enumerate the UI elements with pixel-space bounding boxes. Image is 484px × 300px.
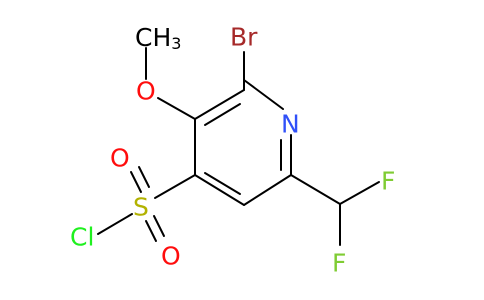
bond-s-o-bottom-a	[145, 220, 157, 242]
bond-s-o-top-a	[130, 171, 142, 193]
chlorine-label: Cl	[70, 223, 94, 252]
bond-cf2-f-top	[339, 181, 380, 205]
bond-c6-c5	[243, 174, 292, 206]
bonds	[97, 47, 380, 246]
bond-c6-cf2	[290, 174, 341, 205]
bond-s-cl	[97, 213, 133, 235]
bond-c5-c4	[194, 174, 245, 206]
fluorine-bottom-label: F	[332, 249, 346, 278]
methyl-label: CH3	[135, 23, 181, 53]
oxygen-sulfonyl-top-label: O	[110, 144, 130, 173]
bond-c5-c4-inner	[204, 172, 241, 195]
bond-s-o-top-b	[138, 166, 150, 188]
bond-c2-n	[243, 79, 284, 110]
bond-s-o-bottom-b	[153, 215, 165, 237]
atom-labels: CH3 Br O N O S Cl O F F	[70, 23, 395, 278]
sulfur-label: S	[133, 193, 149, 222]
oxygen-sulfonyl-bottom-label: O	[161, 242, 181, 271]
oxygen-ether-label: O	[136, 77, 156, 106]
methyl-subscript: 3	[171, 34, 181, 53]
bond-c3-o	[157, 97, 196, 120]
bromine-label: Br	[230, 23, 258, 52]
bond-c3-c2	[194, 89, 245, 120]
methyl-text: CH	[135, 23, 171, 52]
bond-c4-s	[154, 174, 196, 199]
fluorine-top-label: F	[381, 167, 395, 196]
bond-c3-c2-inner	[204, 103, 241, 126]
nitrogen-label: N	[281, 110, 300, 139]
